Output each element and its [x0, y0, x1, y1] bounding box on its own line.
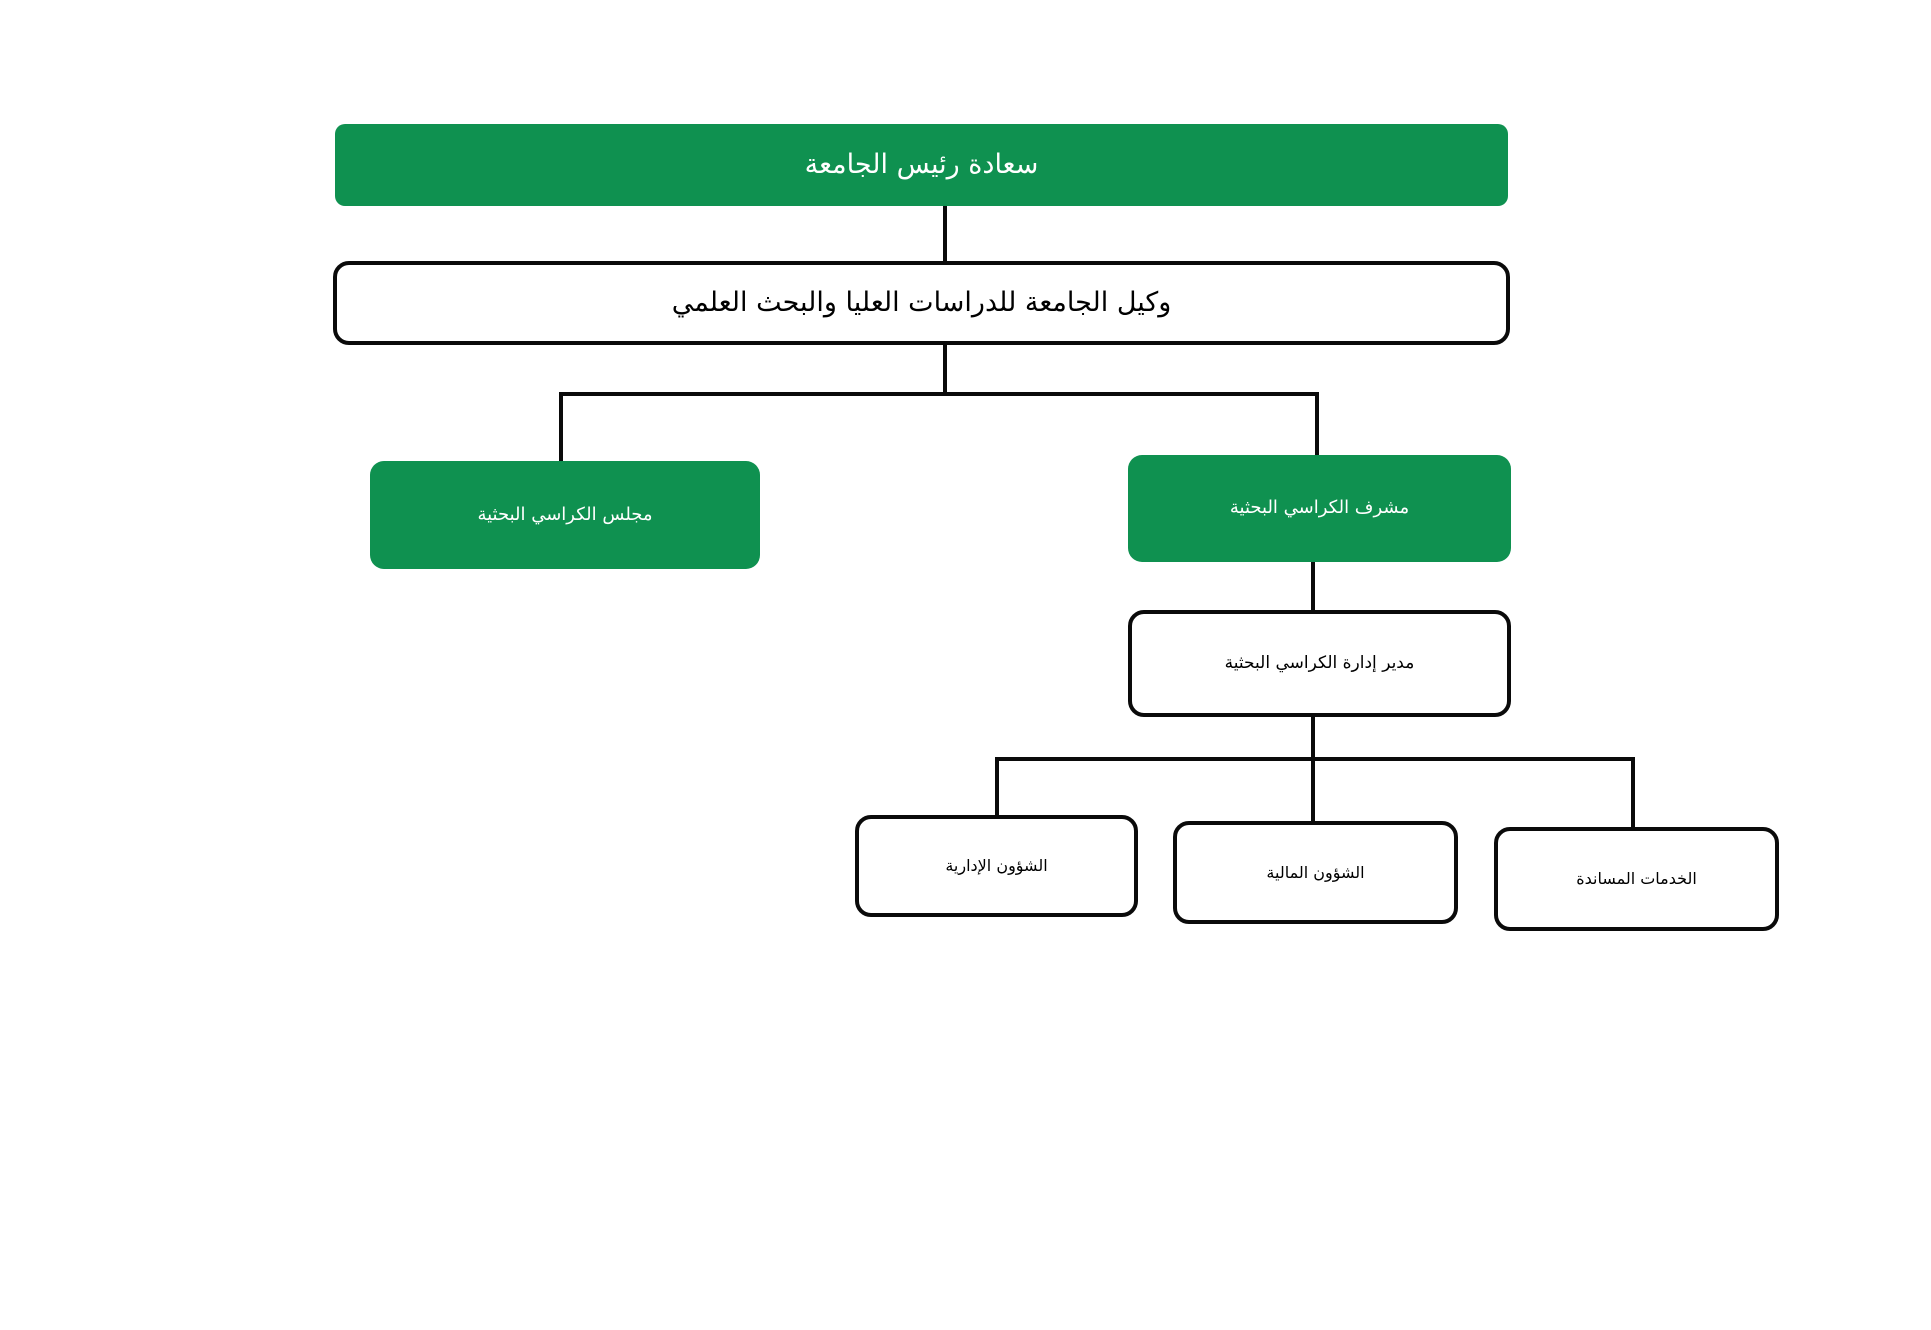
- node-research-chairs-manager[interactable]: مدير إدارة الكراسي البحثية: [1128, 610, 1511, 717]
- node-support-services[interactable]: الخدمات المساندة: [1494, 827, 1779, 931]
- node-financial-affairs-label: الشؤون المالية: [1266, 862, 1365, 882]
- node-research-chairs-supervisor-label: مشرف الكراسي البحثية: [1229, 497, 1410, 519]
- connector-manager-stem: [1311, 717, 1315, 760]
- node-research-chairs-council-label: مجلس الكراسي البحثية: [477, 503, 653, 525]
- node-president-label: سعادة رئيس الجامعة: [804, 148, 1039, 180]
- node-research-chairs-council[interactable]: مجلس الكراسي البحثية: [370, 461, 760, 569]
- connector-to-council: [559, 392, 563, 462]
- connector-supervisor-to-manager: [1311, 561, 1315, 611]
- node-research-chairs-manager-label: مدير إدارة الكراسي البحثية: [1224, 653, 1415, 674]
- connector-to-support-services: [1631, 757, 1635, 827]
- node-vice-president[interactable]: وكيل الجامعة للدراسات العليا والبحث العل…: [333, 261, 1510, 345]
- node-research-chairs-supervisor[interactable]: مشرف الكراسي البحثية: [1128, 455, 1511, 562]
- connector-president-to-vice-president: [943, 205, 947, 263]
- node-administrative-affairs[interactable]: الشؤون الإدارية: [855, 815, 1138, 917]
- connector-to-admin-affairs: [995, 757, 999, 815]
- connector-to-supervisor: [1315, 392, 1319, 456]
- node-president[interactable]: سعادة رئيس الجامعة: [335, 124, 1508, 206]
- node-financial-affairs[interactable]: الشؤون المالية: [1173, 821, 1458, 924]
- node-support-services-label: الخدمات المساندة: [1576, 869, 1697, 889]
- connector-vice-president-stem: [943, 345, 947, 394]
- node-administrative-affairs-label: الشؤون الإدارية: [945, 856, 1048, 876]
- connector-to-financial-affairs: [1311, 757, 1315, 821]
- connector-vice-president-bus: [559, 392, 1319, 396]
- node-vice-president-label: وكيل الجامعة للدراسات العليا والبحث العل…: [671, 286, 1172, 318]
- connector-manager-bus: [995, 757, 1635, 761]
